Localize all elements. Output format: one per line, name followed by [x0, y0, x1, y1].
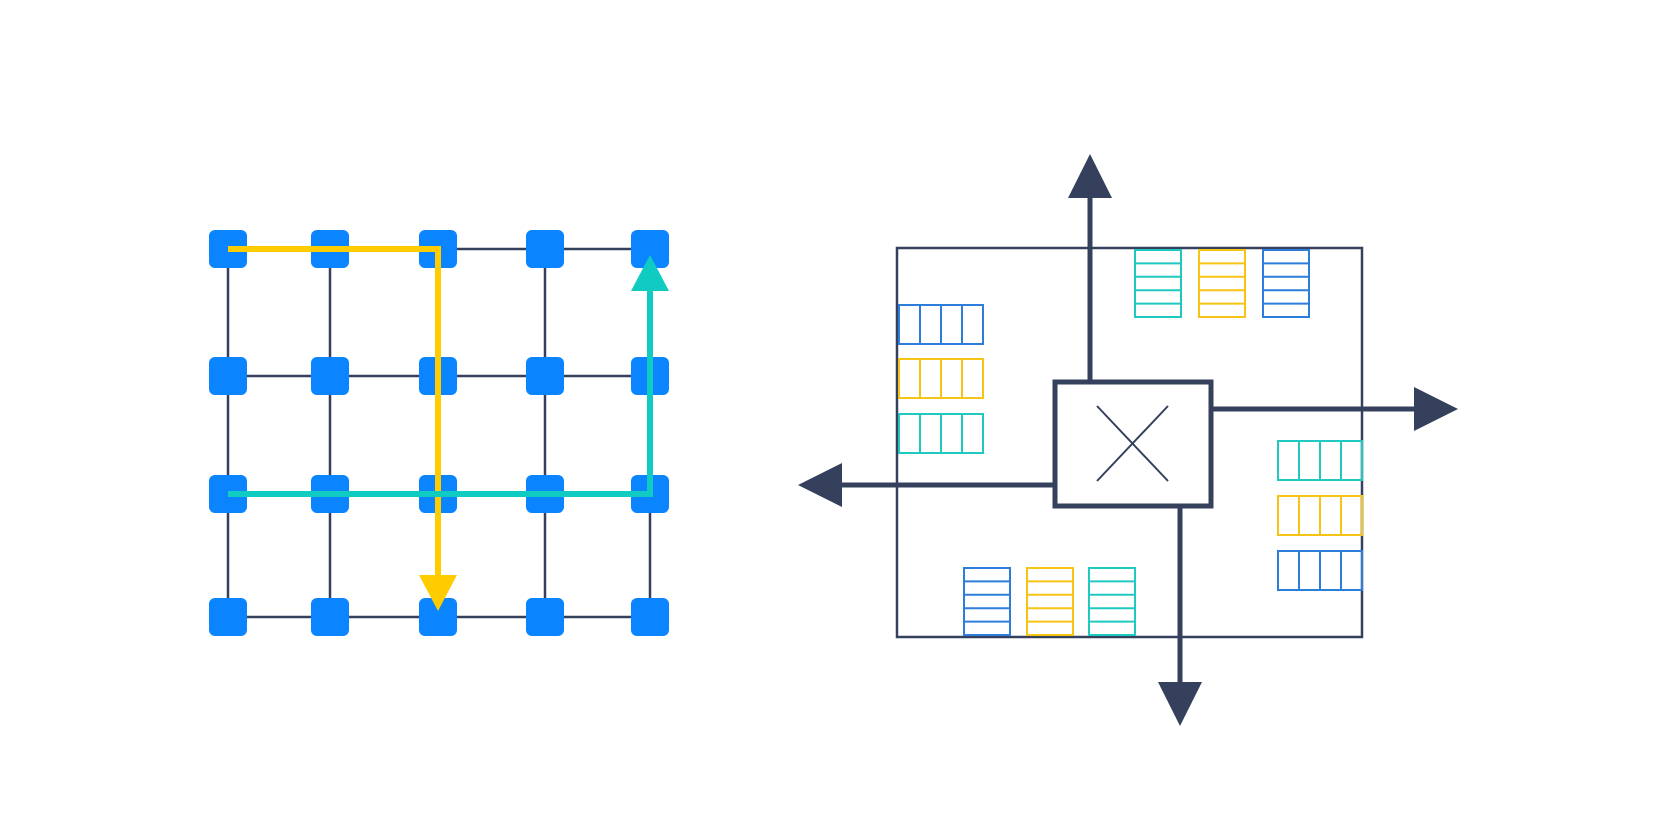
exit-arrow-up-head [1068, 154, 1112, 198]
yellow-route-arrowhead [419, 575, 457, 611]
grid-node [631, 230, 669, 268]
grid-node [209, 357, 247, 395]
teal-route-arrowhead [631, 255, 669, 291]
bottom-shelf [1026, 567, 1074, 636]
top-shelf [1134, 249, 1182, 318]
grid-node [526, 598, 564, 636]
grid-node [631, 598, 669, 636]
grid-node [419, 598, 457, 636]
exit-arrow-right-head [1414, 387, 1458, 431]
bottom-shelf [1088, 567, 1136, 636]
grid-node [526, 357, 564, 395]
grid-node [311, 598, 349, 636]
grid-node [311, 357, 349, 395]
x-mark-stroke [1096, 405, 1169, 482]
grid-node [209, 598, 247, 636]
exit-arrow-down-head [1158, 682, 1202, 726]
yellow-route-line [228, 246, 441, 575]
top-shelf [1262, 249, 1310, 318]
exit-arrow-left-head [798, 463, 842, 507]
central-station-box [1052, 379, 1214, 509]
grid-node [526, 230, 564, 268]
teal-route-line [228, 291, 653, 497]
bottom-shelf [963, 567, 1011, 636]
top-shelf [1198, 249, 1246, 318]
